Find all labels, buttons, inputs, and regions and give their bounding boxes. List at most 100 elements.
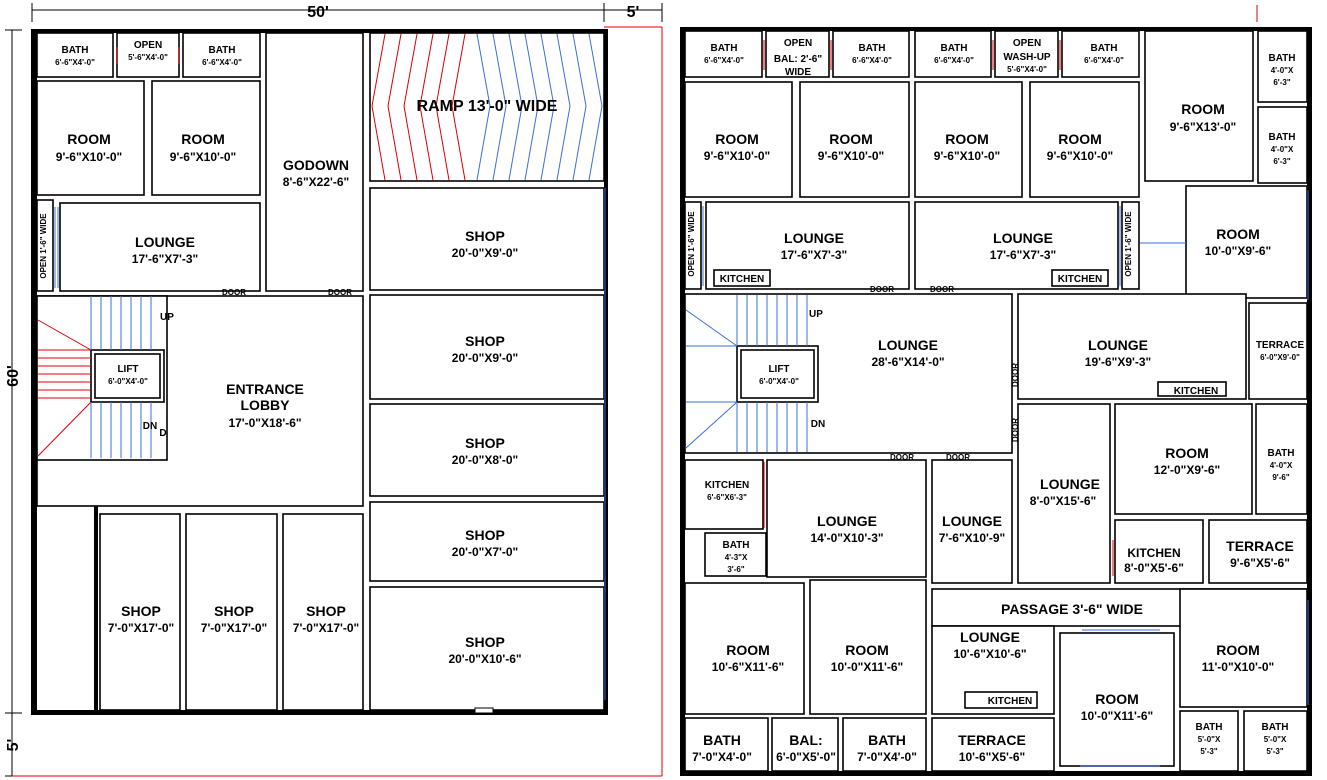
uf-room-nw1-name: ROOM (715, 131, 759, 147)
uf-stair-up: UP (809, 309, 823, 320)
gf-shop-h-name: SHOP (306, 603, 346, 619)
uf-room-sw2 (809, 579, 927, 715)
uf-room-n4-name: ROOM (1058, 131, 1102, 147)
uf-door-v1: DOOR (1011, 363, 1020, 387)
uf-kitchen-s (964, 691, 1038, 709)
uf-lounge-w-size: 14'-0"X10'-3" (810, 531, 883, 545)
uf-kitchen-2 (1051, 269, 1109, 287)
uf-bath-s1-size: 7'-0"X4'-0" (692, 750, 752, 764)
uf-stair-lines (685, 295, 808, 452)
uf-lift-name: LIFT (768, 364, 789, 375)
gf-bath-right-name: BATH (208, 45, 235, 56)
uf-room-s (1059, 632, 1175, 767)
uf-lounge-w-name: LOUNGE (817, 513, 877, 529)
uf-kitchen-2-label: KITCHEN (1058, 274, 1102, 285)
ground-floor-plan: BATH 6'-6"X4'-0" OPEN 5'-6"X4'-0" BATH 6… (31, 29, 608, 715)
uf-open-2-line2: WASH-UP (1003, 52, 1051, 63)
gf-room-2-name: ROOM (181, 131, 225, 147)
uf-kitchen-w-size: 6'-6"X6'-3" (707, 493, 747, 502)
uf-lounge-c-name: LOUNGE (1040, 476, 1100, 492)
gf-lounge (59, 202, 261, 292)
uf-door-d: DOOR (946, 453, 970, 462)
uf-open-w-label: OPEN 1'-6" WIDE (687, 211, 696, 277)
uf-kitchen-e-label: KITCHEN (1174, 386, 1218, 397)
gf-shop-g (185, 513, 278, 711)
gf-godown-name: GODOWN (283, 157, 349, 173)
uf-bath-1-name: BATH (710, 43, 737, 54)
uf-passage-label: PASSAGE 3'-6" WIDE (1001, 601, 1143, 617)
uf-lounge-1-size: 17'-6"X7'-3" (781, 248, 847, 262)
uf-open-2 (994, 30, 1059, 78)
uf-open-e-label: OPEN 1'-6" WIDE (1124, 211, 1133, 277)
uf-bath-se1-l2: 5'-0"X (1198, 735, 1221, 744)
gf-door-2: DOOR (328, 288, 352, 297)
uf-room-n4 (1029, 81, 1140, 198)
uf-terrace-c-name: TERRACE (1226, 538, 1294, 554)
uf-room-nw2-name: ROOM (829, 131, 873, 147)
uf-kitchen-c-size: 8'-0"X5'-6" (1124, 561, 1184, 575)
uf-lounge-e-name: LOUNGE (1088, 337, 1148, 353)
uf-lounge-2-name: LOUNGE (993, 230, 1053, 246)
uf-bath-4-name: BATH (1090, 43, 1117, 54)
uf-bath-se2 (1243, 710, 1308, 772)
uf-bath-3 (914, 30, 992, 78)
gf-stair-dn: DN (143, 421, 157, 432)
gf-shop-f-size: 7'-0"X17'-0" (108, 621, 174, 635)
uf-terrace-c (1208, 519, 1308, 584)
uf-bath-s2-size: 7'-0"X4'-0" (857, 750, 917, 764)
gf-lift-size: 6'-0"X4'-0" (108, 377, 148, 386)
gf-shop-b-size: 20'-0"X9'-0" (452, 351, 518, 365)
uf-room-ne-name: ROOM (1181, 101, 1225, 117)
uf-lounge-s-name: LOUNGE (960, 629, 1020, 645)
uf-lounge-c (1017, 403, 1111, 584)
gf-open-side-label: OPEN 1'-6" WIDE (39, 213, 48, 279)
gf-shop-e (369, 586, 605, 711)
uf-bath-w (704, 532, 767, 577)
gf-shop-d-name: SHOP (465, 527, 505, 543)
uf-door-a: DOOR (870, 285, 894, 294)
gf-stair-lines (37, 296, 152, 458)
uf-lounge-main (684, 293, 1013, 454)
uf-lift (740, 349, 815, 399)
uf-room-nw1 (684, 81, 793, 198)
uf-bath-w-name: BATH (722, 540, 749, 551)
uf-bath-s1 (684, 717, 769, 772)
gf-bath-left (36, 32, 114, 78)
uf-kitchen-w (684, 459, 764, 530)
uf-bal-s-size: 6'-0"X5'-0" (776, 750, 836, 764)
uf-bath-4 (1061, 30, 1140, 78)
uf-room-n4-size: 9'-6"X10'-0" (1047, 149, 1113, 163)
uf-kitchen-1-label: KITCHEN (720, 274, 764, 285)
gf-room-2-size: 9'-6"X10'-0" (170, 150, 236, 164)
uf-lounge-main-size: 28'-6"X14'-0" (871, 355, 944, 369)
gf-shop-a-size: 20'-0"X9'-0" (452, 246, 518, 260)
upper-floor-plan: BATH 6'-6"X4'-0" OPEN BAL: 2'-6" WIDE BA… (680, 27, 1312, 776)
gf-lift (94, 353, 161, 399)
uf-room-s-size: 10'-0"X11'-6" (1081, 709, 1153, 723)
uf-bath-ne2 (1257, 106, 1308, 184)
uf-room-c (1114, 403, 1253, 515)
gf-ramp (369, 32, 605, 182)
gf-shop-e-name: SHOP (465, 634, 505, 650)
dimension-lines: 50' 5' 60' 5' (5, 3, 1258, 777)
uf-lounge-mid-name: LOUNGE (942, 513, 1002, 529)
uf-bath-2-size: 6'-6"X4'-0" (852, 56, 892, 65)
uf-room-sw1-size: 10'-6"X11'-6" (712, 660, 784, 674)
uf-lounge-s-size: 10'-6"X10'-6" (953, 647, 1026, 661)
uf-room-e-size: 10'-0"X9'-6" (1205, 244, 1271, 258)
depth-dim-main: 60' (5, 365, 22, 387)
uf-lounge-mid-size: 7'-6"X10'-9" (939, 531, 1005, 545)
gf-room-1-size: 9'-6"X10'-0" (56, 150, 122, 164)
gf-shop-b-name: SHOP (465, 333, 505, 349)
width-dim-main: 50' (307, 4, 329, 21)
gf-shop-d-size: 20'-0"X7'-0" (452, 545, 518, 559)
uf-room-sw2-name: ROOM (845, 642, 889, 658)
uf-room-sw1-name: ROOM (726, 642, 770, 658)
gf-shop-h (282, 513, 364, 711)
uf-door-b: DOOR (930, 285, 954, 294)
uf-bath-se2-name: BATH (1261, 722, 1288, 733)
uf-bath-se1-name: BATH (1195, 722, 1222, 733)
uf-kitchen-c (1114, 519, 1204, 584)
gf-lounge-name: LOUNGE (135, 234, 195, 250)
